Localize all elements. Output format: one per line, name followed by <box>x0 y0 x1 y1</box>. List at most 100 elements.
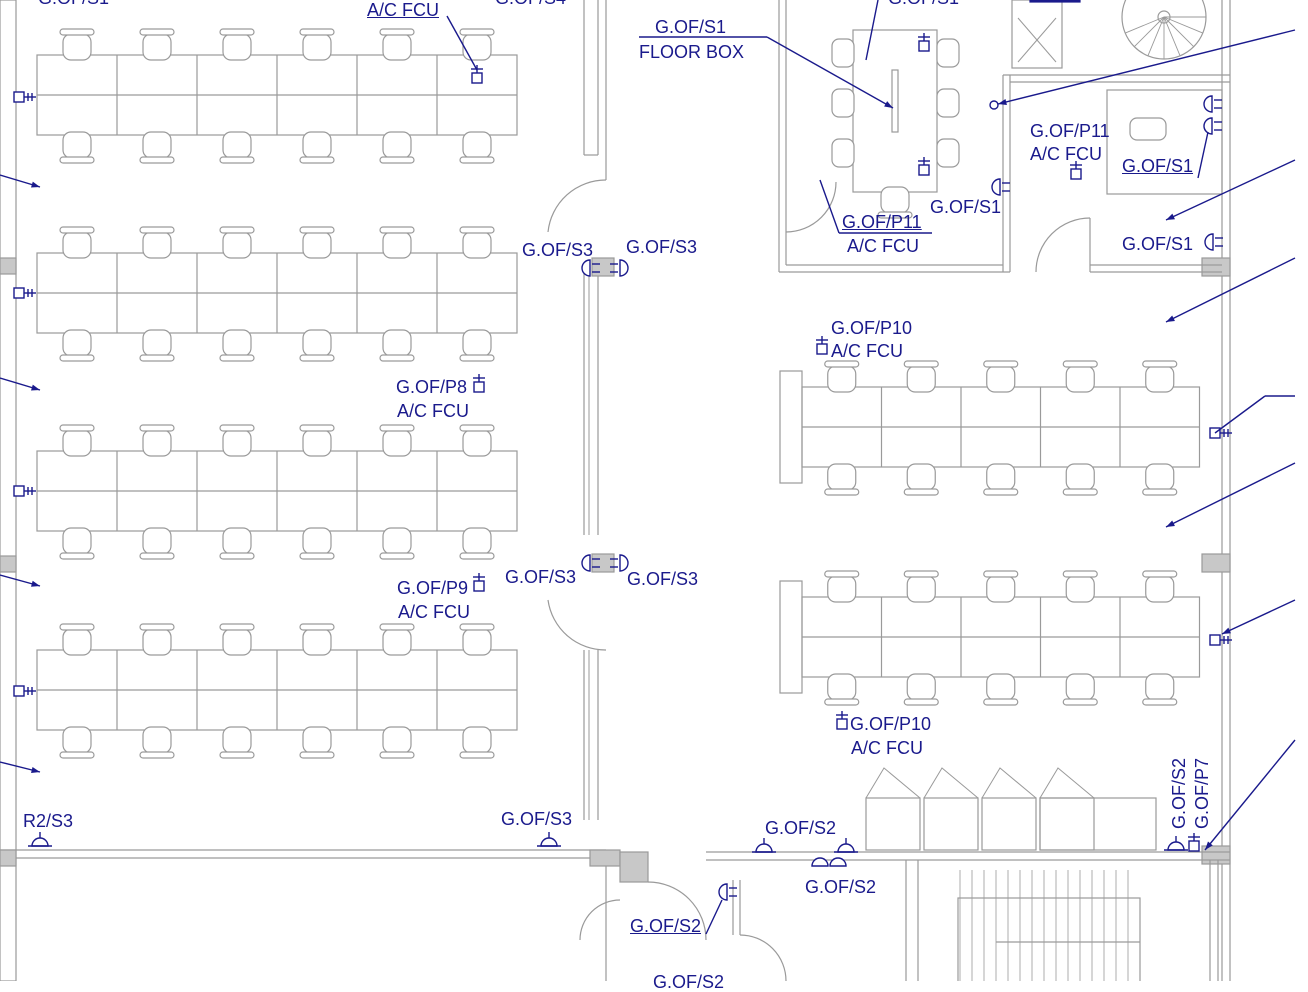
label-p11-meeting-text: A/C FCU <box>847 236 919 256</box>
chair-seat <box>462 33 492 61</box>
label-s3-bottom: G.OF/S3 <box>501 809 573 829</box>
chair <box>1142 360 1178 393</box>
stair-landing <box>957 897 1141 981</box>
chair-seat <box>827 365 857 393</box>
workstation-cluster <box>801 386 1201 468</box>
chair-back <box>379 28 415 36</box>
arrow-head <box>31 384 40 391</box>
chair <box>459 226 495 259</box>
chair-seat <box>222 726 252 754</box>
chair-back <box>219 424 255 432</box>
stair-tread <box>1163 16 1195 48</box>
label-p8-text: A/C FCU <box>397 401 469 421</box>
chair-seat <box>382 527 412 555</box>
wall-plug <box>13 485 25 497</box>
chair <box>379 527 415 560</box>
label-s1-meeting: G.OF/S1 <box>930 197 1002 217</box>
chair <box>139 329 175 362</box>
label-s3-left-top: G.OF/S3 <box>522 240 594 260</box>
chair-back <box>299 28 335 36</box>
wall-plug <box>13 685 25 697</box>
chair-back <box>903 698 939 706</box>
floor-box-symbol <box>918 40 930 52</box>
circuit-arrow <box>1165 462 1296 528</box>
chair-back <box>219 552 255 560</box>
label-floor-box-text: FLOOR BOX <box>639 42 745 62</box>
floor-outlet <box>837 843 855 853</box>
chair-back <box>219 156 255 164</box>
chair-back <box>1142 570 1178 578</box>
label-s3-left-mid: G.OF/S3 <box>505 567 577 587</box>
floor-outlet <box>540 837 558 847</box>
door-swing <box>547 179 607 233</box>
corridor-outlet <box>581 554 591 572</box>
chair-seat <box>906 365 936 393</box>
chair <box>219 424 255 457</box>
arrow-head <box>1166 315 1175 322</box>
chair <box>139 527 175 560</box>
chair-back <box>299 552 335 560</box>
chair-seat <box>142 726 172 754</box>
chair <box>379 131 415 164</box>
arrow-head <box>1166 213 1175 220</box>
chair-back <box>459 354 495 362</box>
chair <box>299 226 335 259</box>
label-p11-right-text: A/C FCU <box>1030 144 1102 164</box>
chair-back <box>824 698 860 706</box>
stair-tread <box>1125 16 1165 34</box>
chair-back <box>139 552 175 560</box>
label-p9-text: A/C FCU <box>398 602 470 622</box>
chair-seat <box>986 673 1016 701</box>
chair <box>59 424 95 457</box>
chair <box>1062 463 1098 496</box>
workstation-cluster <box>36 252 518 334</box>
label-s1-pantry: G.OF/S1 <box>1122 156 1194 176</box>
door-swing <box>739 934 787 981</box>
chair <box>299 329 335 362</box>
column-stub <box>1201 257 1231 277</box>
chair-back <box>983 488 1019 496</box>
chair-back <box>59 354 95 362</box>
chair-back <box>299 226 335 234</box>
chair-seat <box>302 131 332 159</box>
label-p10-top-text: A/C FCU <box>831 341 903 361</box>
floor-outlet <box>1167 841 1185 851</box>
chair <box>139 726 175 759</box>
chair <box>983 570 1019 603</box>
chair-back <box>59 156 95 164</box>
chair <box>824 673 860 706</box>
chair-seat <box>222 33 252 61</box>
floor-outlet <box>755 843 773 853</box>
fcu-symbol <box>836 718 848 730</box>
toilet-cubicle <box>981 797 1037 851</box>
chair <box>459 131 495 164</box>
toilet-cubicle <box>1039 797 1095 851</box>
chair-seat <box>142 329 172 357</box>
chair-seat <box>382 628 412 656</box>
leader-line <box>705 899 723 935</box>
door-swing <box>923 767 979 799</box>
chair-back <box>877 211 913 219</box>
chair-seat <box>462 329 492 357</box>
chair <box>824 360 860 393</box>
label-s2-lobby-bottom: G.OF/S2 <box>805 877 877 897</box>
chair-back <box>299 623 335 631</box>
chair-seat <box>1145 673 1175 701</box>
chair-seat <box>1065 365 1095 393</box>
chair <box>59 131 95 164</box>
chair-back <box>379 156 415 164</box>
chair <box>59 726 95 759</box>
floor-box-symbol <box>918 164 930 176</box>
chair-seat <box>382 429 412 457</box>
chair <box>1142 570 1178 603</box>
arrow-head <box>884 101 893 108</box>
floor-outlet <box>31 837 49 847</box>
chair <box>983 673 1019 706</box>
chair-back <box>1142 488 1178 496</box>
door-swing <box>1035 217 1091 273</box>
chair <box>459 329 495 362</box>
stair-tread <box>1163 16 1203 34</box>
leader-line <box>1197 131 1209 179</box>
chair-back <box>983 570 1019 578</box>
chair-back <box>59 226 95 234</box>
